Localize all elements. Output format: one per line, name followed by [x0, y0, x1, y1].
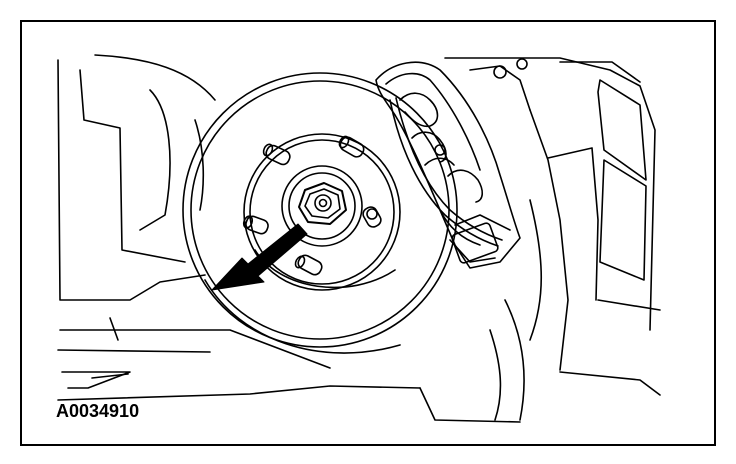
- figure-id-label: A0034910: [56, 401, 140, 421]
- brake-rotor: [182, 72, 458, 354]
- wheel-hub: [281, 165, 363, 247]
- suspension-structure: [444, 57, 661, 421]
- wheel-stud: [262, 143, 291, 166]
- brake-caliper: [375, 61, 521, 269]
- hub-nut: [298, 182, 347, 225]
- wheel-stud: [242, 215, 269, 235]
- wheel-well-structure: [57, 54, 521, 423]
- wheel-studs: [242, 135, 382, 276]
- arrow-pointer-icon: [211, 223, 308, 291]
- wheel-stud: [338, 135, 365, 158]
- wheel-stud: [294, 254, 323, 276]
- wheel-stud: [362, 206, 382, 228]
- brake-hose: [389, 97, 503, 247]
